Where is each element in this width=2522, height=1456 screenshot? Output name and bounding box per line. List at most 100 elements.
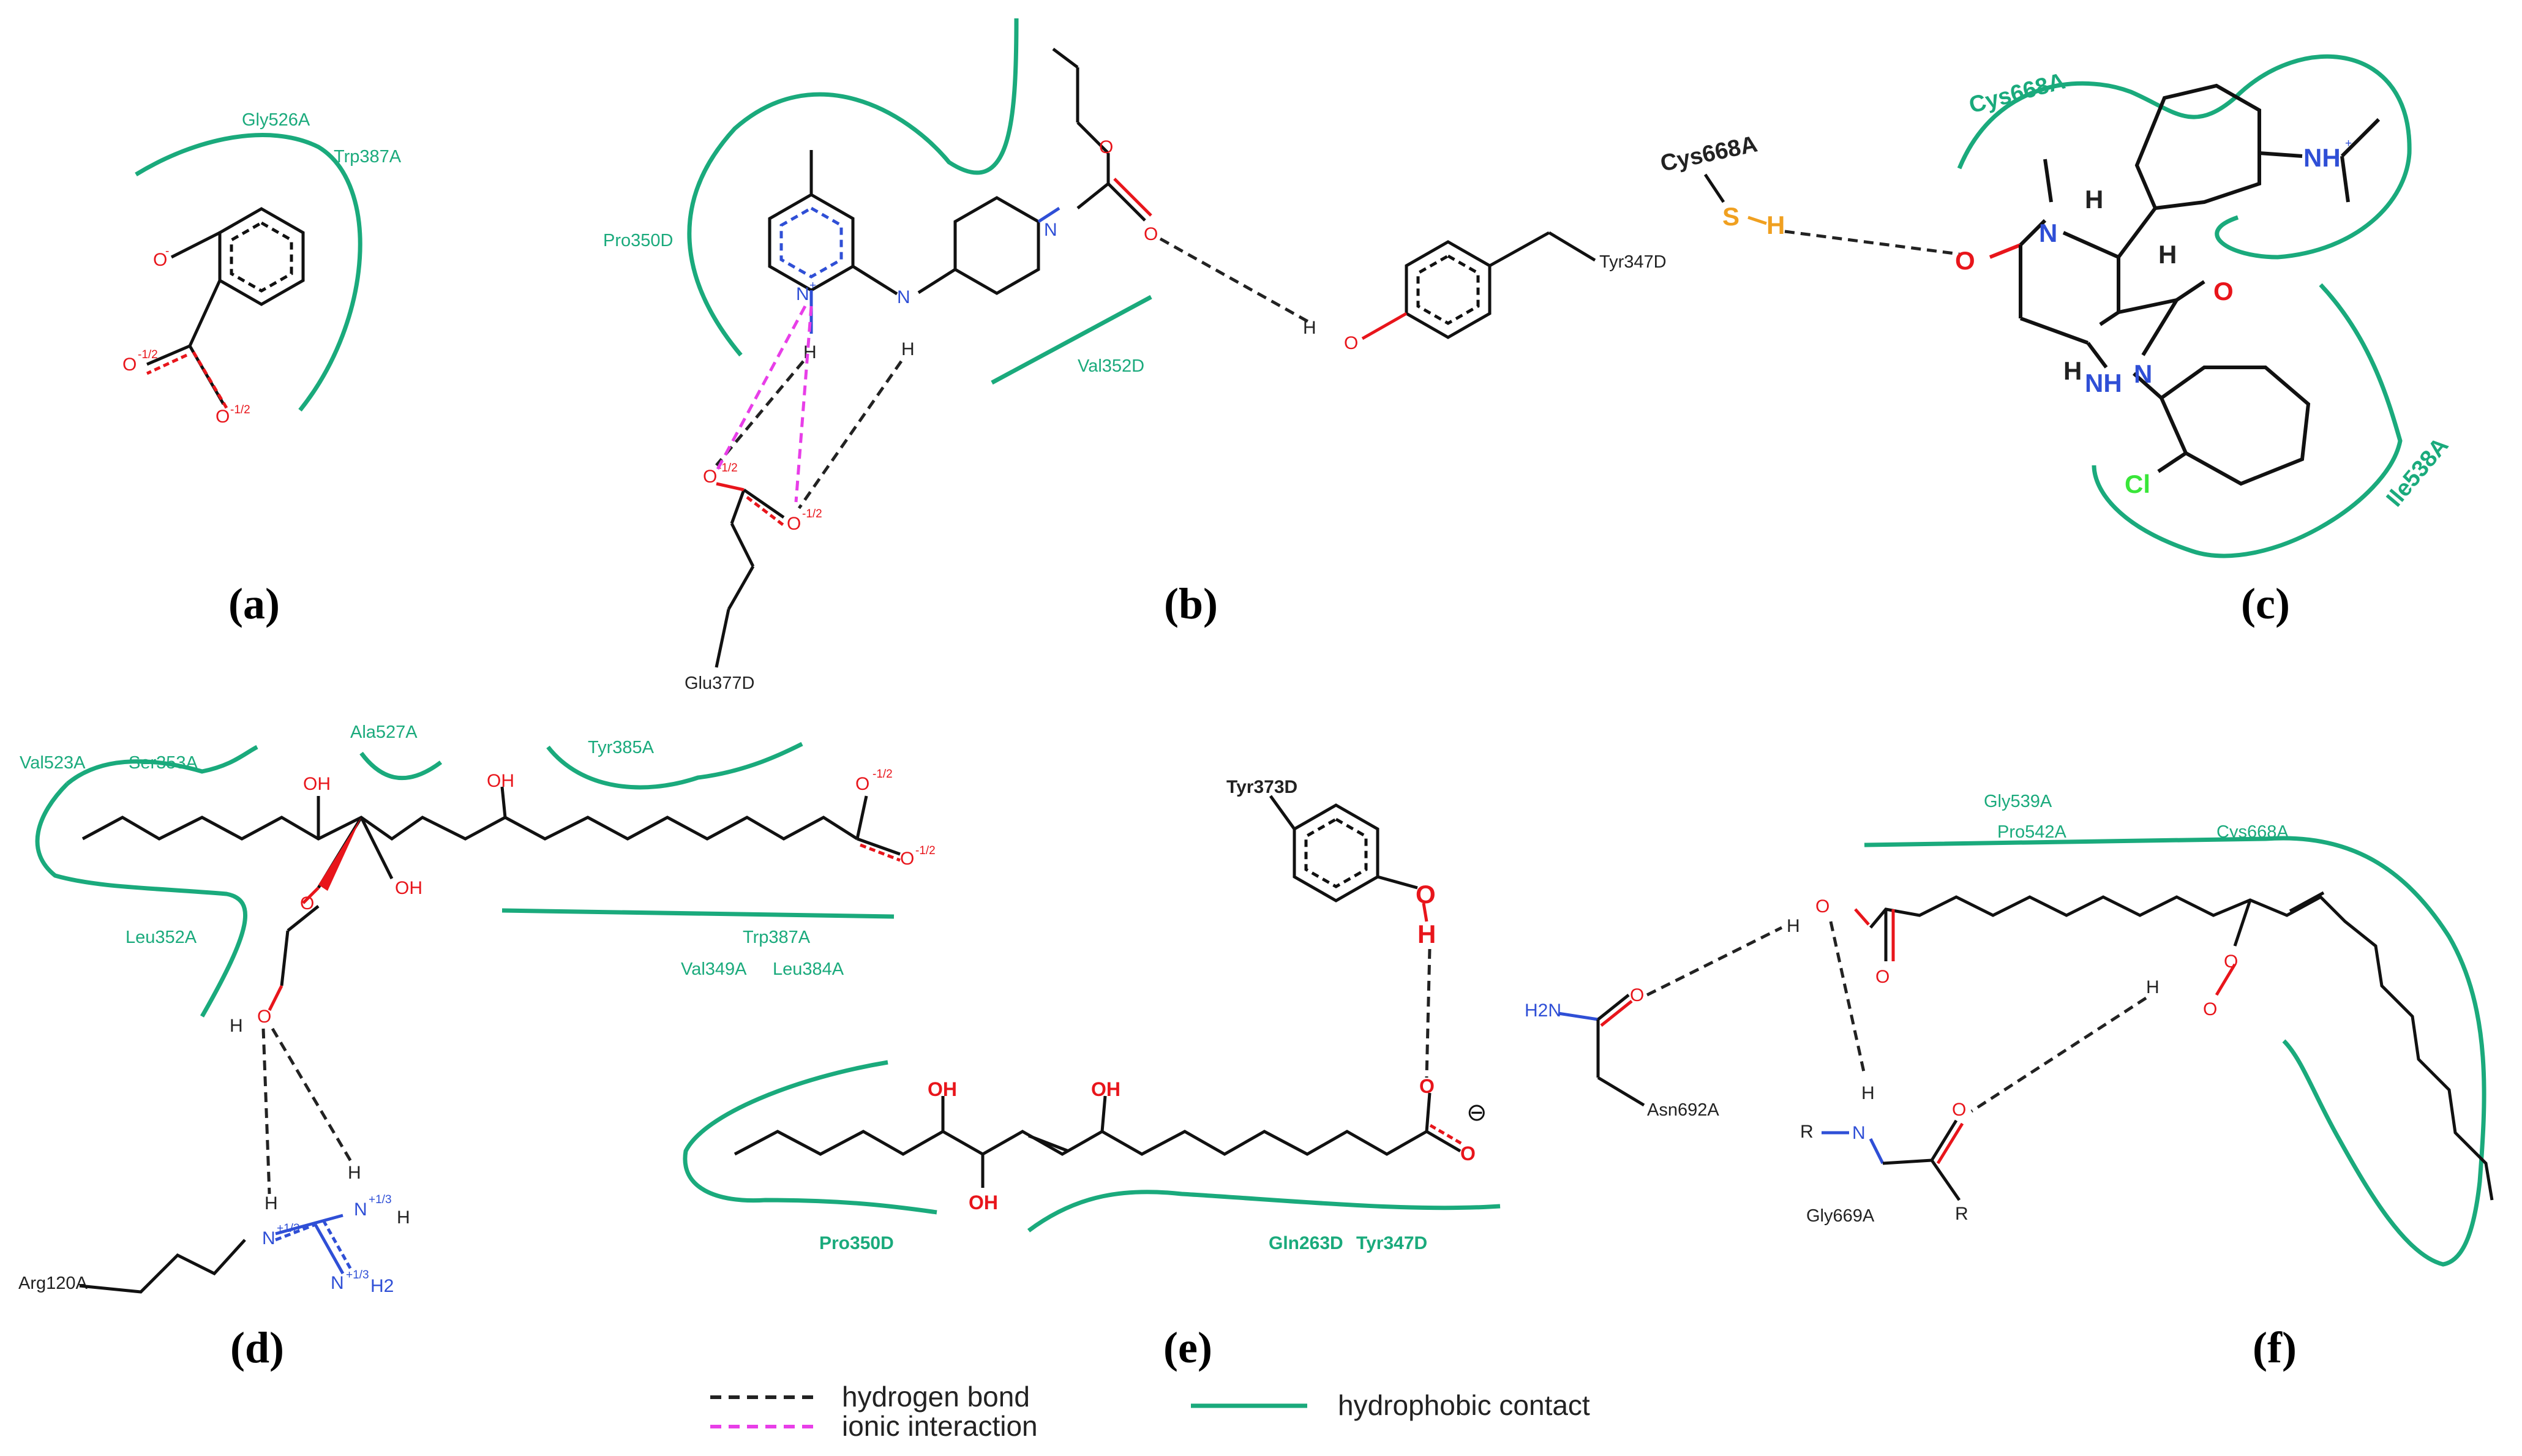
oxygen-atom: O: [1630, 985, 1644, 1005]
oxygen-atom: O: [1419, 1075, 1435, 1097]
asparagine-group: [1558, 994, 1645, 1107]
oxygen-atom: O: [2213, 277, 2234, 306]
hydrophobic-arc: [546, 741, 803, 790]
residue-label: Tyr385A: [588, 738, 655, 757]
oxygen-atom: O: [1815, 896, 1830, 917]
residue-label: Asn692A: [1647, 1100, 1719, 1120]
oxygen-atom: O: [1344, 333, 1358, 353]
oxygen-atom: O: [855, 774, 869, 794]
r-group: R: [1800, 1122, 1814, 1142]
amine-group: NH: [2085, 369, 2122, 397]
residue-label: Pro350D: [819, 1233, 894, 1253]
oxygen-atom: O: [153, 250, 167, 270]
hbond-line: [1159, 237, 1315, 326]
panel-label: (a): [228, 579, 280, 628]
residue-label: Ile538A: [2382, 433, 2454, 512]
hydroxyl-group: OH: [303, 774, 331, 794]
residue-label: Cys668A: [2216, 822, 2289, 842]
hydrophobic-arc: [35, 782, 248, 1018]
hydrophobic-arc: [1864, 836, 2486, 1267]
legend: hydrogen bond ionic interaction hydropho…: [710, 1381, 1590, 1442]
oxygen-atom: O: [216, 407, 230, 427]
residue-label: Leu352A: [126, 928, 197, 947]
fatty-chain: [81, 816, 858, 841]
residue-label: Tyr347D: [1356, 1233, 1427, 1253]
oxygen-atom: O: [300, 893, 314, 914]
oxygen-atom: O: [787, 514, 801, 534]
fatty-chain: [734, 1130, 1428, 1156]
hydrogen-atom: H: [803, 342, 817, 362]
charge-label: -1/2: [915, 844, 936, 857]
hydrophobic-arc: [359, 751, 443, 781]
hydrophobic-arc: [135, 133, 362, 412]
panel-f: Gly539A Pro542A Cys668A Asn692A Gly669A …: [1525, 792, 2494, 1372]
residue-label: Tyr347D: [1599, 252, 1667, 272]
nitrogen-atom: N: [1852, 1123, 1866, 1143]
charge-label: -: [165, 245, 169, 258]
hydrophobic-arc: [1027, 1190, 1501, 1233]
residue-label: Val352D: [1078, 356, 1144, 376]
nitrogen-atom: N: [796, 284, 809, 304]
hbond-line: [1829, 921, 1866, 1075]
residue-label: Pro542A: [1997, 822, 2067, 842]
panel-e: Tyr373D Pro350D Gln263D Tyr347D O H OH O…: [683, 777, 1501, 1372]
carboxylate-group: [715, 482, 785, 668]
hydroxyl-group: OH: [395, 878, 422, 898]
oxygen-atom: O: [2203, 999, 2217, 1019]
residue-label: Val349A: [681, 959, 747, 979]
charge-label: -1/2: [802, 508, 822, 520]
oxygen-atom: O: [900, 849, 914, 869]
charge-label: ⊖: [1466, 1098, 1487, 1127]
hydrogen-atom: H: [265, 1193, 278, 1214]
oxygen-atom: O: [1460, 1143, 1476, 1165]
thiol-group: [1703, 173, 1767, 225]
panel-label: (e): [1163, 1323, 1212, 1372]
charge-label: +: [2345, 137, 2352, 150]
charge-label: +1/3: [369, 1193, 392, 1206]
legend-hbond-label: hydrogen bond: [842, 1381, 1030, 1413]
tyrosine-ring: [1361, 231, 1596, 340]
residue-label: Leu384A: [773, 959, 844, 979]
legend-hydrophobic-label: hydrophobic contact: [1338, 1389, 1590, 1421]
hbond-line: [1784, 230, 1960, 256]
hydrogen-atom: H: [397, 1207, 410, 1228]
residue-label: Ala527A: [350, 722, 418, 742]
nitrogen-atom: N: [354, 1199, 367, 1220]
residue-label: Tyr373D: [1226, 777, 1297, 797]
oxygen-atom: O: [1099, 137, 1113, 157]
residue-label: Gln263D: [1269, 1233, 1343, 1253]
hydrogen-atom: H: [1787, 916, 1800, 936]
oxygen-atom: O: [1875, 967, 1890, 987]
piperidine-ring: [917, 48, 1152, 295]
oxygen-atom: O: [703, 467, 717, 487]
sulfur-atom: S: [1722, 202, 1740, 231]
hydrophobic-arc: [991, 295, 1152, 385]
nitrogen-atom: N: [262, 1228, 276, 1248]
panel-label: (c): [2241, 579, 2290, 628]
benzene-ring: [146, 207, 305, 410]
hydrogen-atom: H: [348, 1163, 361, 1183]
residue-label: Arg120A: [18, 1274, 88, 1293]
hydrogen-atom: H: [1861, 1083, 1875, 1103]
hydrophobic-arc: [683, 1060, 937, 1215]
charge-label: -1/2: [138, 348, 158, 361]
charge-label: +: [809, 279, 816, 292]
oxygen-atom: O: [1955, 246, 1975, 275]
hydroxyl-group: OH: [1091, 1078, 1120, 1100]
hydroxyl-group: OH: [969, 1191, 998, 1214]
residue-label: Cys668A: [1658, 131, 1760, 176]
hydrophobic-arc: [66, 745, 258, 786]
residue-label: Val523A: [20, 753, 86, 773]
fatty-chain: [1869, 895, 2494, 1201]
oxygen-atom: O: [1416, 880, 1436, 909]
residue-label: Gly526A: [242, 110, 310, 130]
hydrogen-atom: H: [901, 339, 915, 359]
charge-label: +1/3: [346, 1269, 369, 1282]
interaction-lines: [715, 305, 903, 509]
guanidinium-group: [79, 1214, 353, 1294]
hbond-line: [1425, 948, 1432, 1078]
amine-group: H2N: [1525, 1000, 1561, 1021]
charge-label: -1/2: [873, 768, 893, 781]
nitrogen-atom: N: [897, 287, 910, 307]
